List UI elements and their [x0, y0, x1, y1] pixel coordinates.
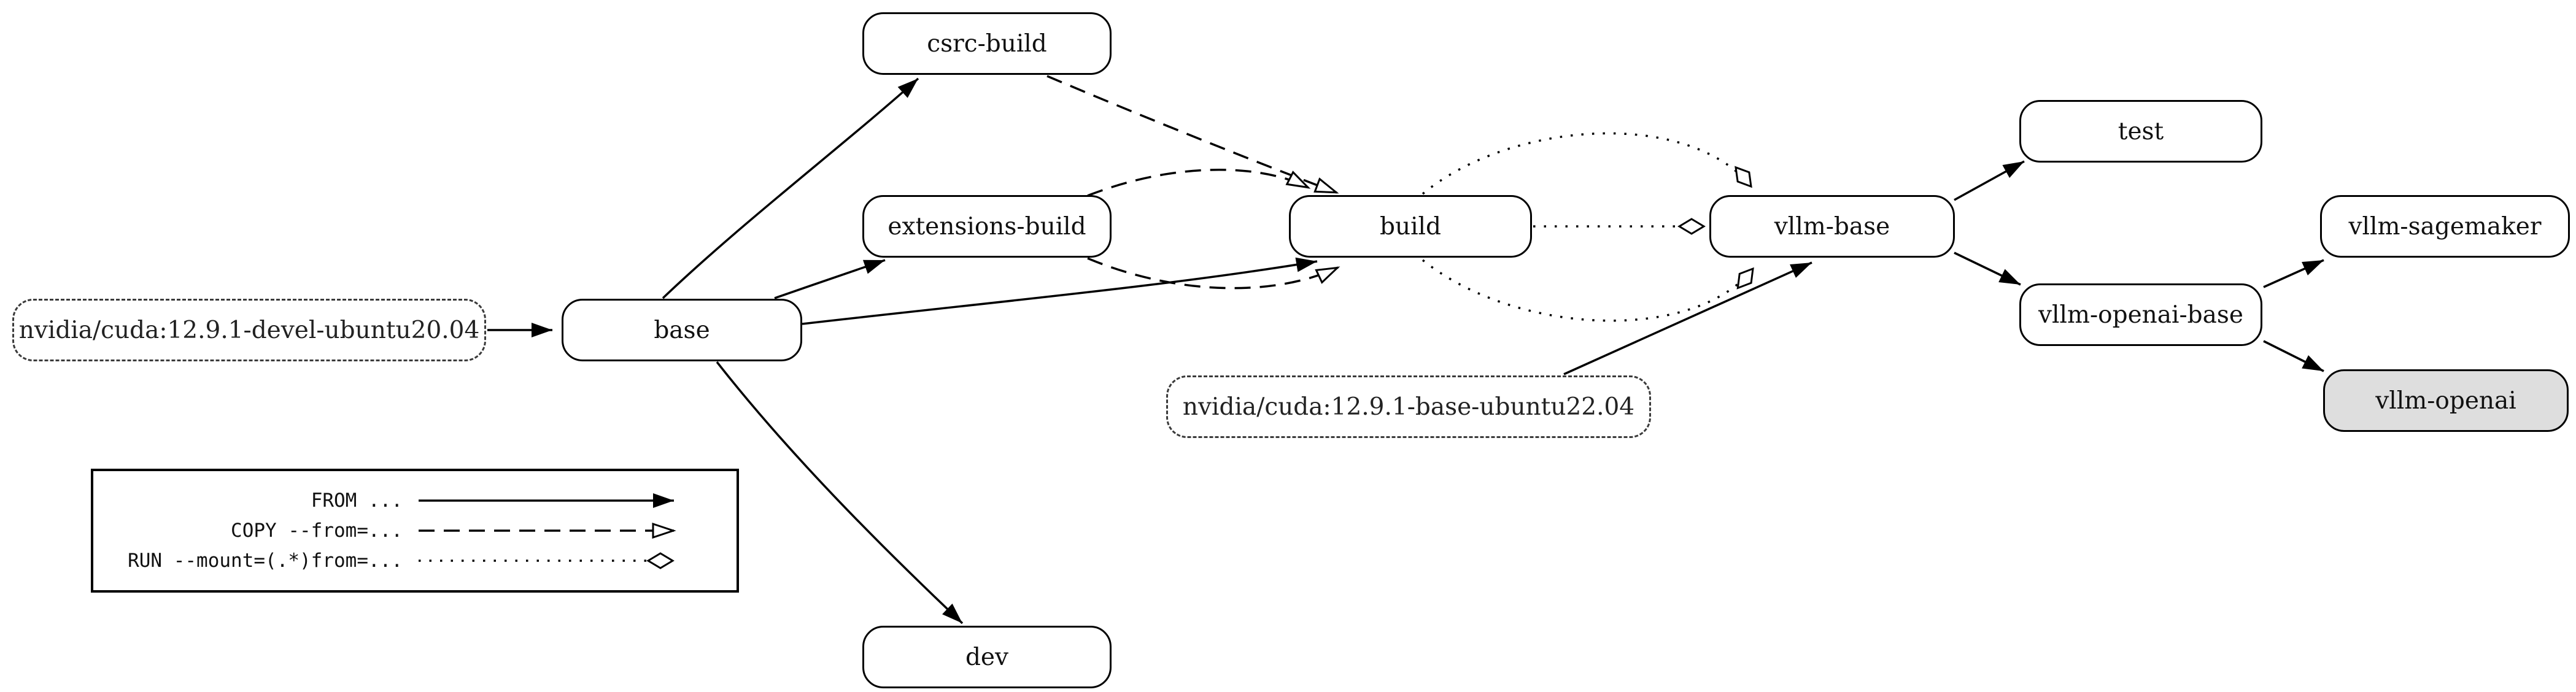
node-cuda-base: nvidia/cuda:12.9.1-base-ubuntu22.04: [1166, 375, 1651, 438]
node-base: base: [562, 299, 802, 361]
copy-edge-sample-arrow: [419, 522, 676, 539]
edge-base-to-build: [802, 257, 1318, 325]
node-vllm-base: vllm-base: [1709, 195, 1955, 258]
node-cuda-devel: nvidia/cuda:12.9.1-devel-ubuntu20.04: [12, 299, 486, 361]
node-label: build: [1380, 212, 1441, 240]
node-label: nvidia/cuda:12.9.1-base-ubuntu22.04: [1182, 393, 1635, 421]
node-vllm-sagemaker: vllm-sagemaker: [2320, 195, 2570, 258]
legend-row-mount: RUN --mount=(.*)from=...: [98, 550, 725, 572]
node-label: dev: [965, 643, 1009, 671]
edge-extensions-build-to-build-top: [1087, 169, 1311, 197]
legend-label-copy: COPY --from=...: [231, 520, 403, 542]
edge-extensions-build-to-build-bottom: [1087, 257, 1340, 290]
node-extensions-build: extensions-build: [862, 195, 1112, 258]
edge-base-to-extensions-build: [774, 259, 886, 299]
legend-row-from: FROM ...: [98, 490, 725, 512]
edge-vllm-openai-base-to-vllm-openai: [2263, 340, 2324, 372]
mount-edge-sample-arrow: [419, 552, 675, 569]
legend-label-from: FROM ...: [311, 490, 403, 512]
node-label: vllm-openai-base: [2038, 301, 2243, 329]
from-edge-sample-arrow: [419, 493, 674, 508]
edge-vllm-base-to-test: [1954, 160, 2025, 201]
legend-label-mount: RUN --mount=(.*)from=...: [128, 550, 403, 572]
node-vllm-openai: vllm-openai: [2323, 369, 2569, 432]
node-label: extensions-build: [888, 212, 1086, 240]
node-label: nvidia/cuda:12.9.1-devel-ubuntu20.04: [18, 316, 480, 344]
node-label: vllm-base: [1774, 212, 1890, 240]
legend-row-copy: COPY --from=...: [98, 520, 725, 542]
edge-csrc-build-to-build: [1046, 75, 1339, 194]
node-label: base: [654, 316, 710, 344]
node-test: test: [2019, 100, 2262, 163]
edge-vllm-openai-base-to-vllm-sagemaker: [2263, 259, 2324, 288]
edge-vllm-base-to-vllm-openai-base: [1954, 252, 2021, 286]
edge-build-to-vllm-base-top: [1421, 132, 1752, 195]
node-csrc-build: csrc-build: [862, 12, 1112, 75]
legend-box: FROM ... COPY --from=... RUN --mount=(.*…: [91, 469, 739, 593]
edge-base-to-csrc-build: [662, 77, 919, 299]
node-vllm-openai-base: vllm-openai-base: [2019, 283, 2262, 346]
node-label: vllm-openai: [2375, 386, 2516, 415]
edge-cuda-base-to-vllm-base: [1563, 261, 1812, 375]
node-build: build: [1289, 195, 1532, 258]
node-label: csrc-build: [927, 29, 1047, 58]
node-dev: dev: [862, 626, 1112, 688]
node-label: vllm-sagemaker: [2348, 212, 2542, 240]
edge-base-to-dev: [716, 361, 964, 625]
node-label: test: [2118, 117, 2164, 145]
